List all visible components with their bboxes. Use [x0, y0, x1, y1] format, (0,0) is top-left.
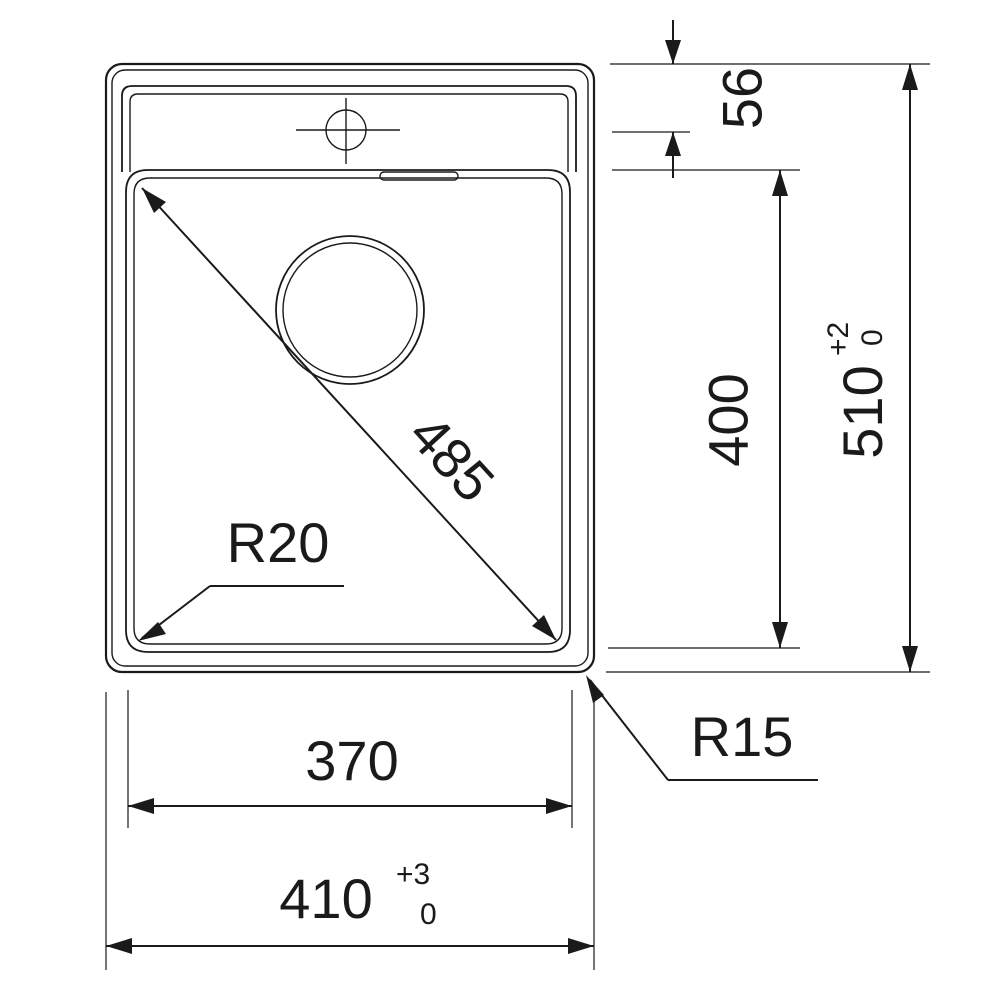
dimension-370: 370 — [128, 729, 572, 814]
radius-r15-label: R15 — [691, 705, 794, 768]
bowl-inner-edge — [133, 177, 563, 645]
radius-r20: R20 — [138, 511, 344, 641]
dimension-485: 485 — [141, 187, 557, 641]
sink-outline — [104, 62, 596, 674]
dimension-410-tolerance-lower: 0 — [420, 898, 437, 931]
radius-r20-label: R20 — [227, 511, 330, 574]
dimension-510-tolerance-upper: +2 — [822, 322, 855, 356]
overflow-slot — [379, 171, 459, 181]
sink-rim-inner-edge — [111, 69, 589, 667]
dimension-56-label: 56 — [711, 67, 774, 129]
tap-deck-inner-edge — [129, 93, 569, 172]
dimension-410-label: 410 — [279, 867, 372, 930]
dimension-410: 410 +3 0 — [106, 858, 594, 954]
tap-hole-symbol — [296, 98, 400, 164]
dimension-370-label: 370 — [305, 729, 398, 792]
dimension-410-tolerance-upper: +3 — [396, 858, 430, 891]
dimension-510-tolerance-lower: 0 — [856, 329, 889, 346]
dimension-400: 400 — [697, 170, 788, 648]
radius-r15: R15 — [586, 675, 818, 781]
bowl-outline — [125, 169, 571, 653]
drain-hole — [275, 235, 425, 385]
dimension-510: 510 +2 0 — [822, 64, 918, 672]
sink-outer-rim — [104, 62, 596, 674]
dimension-400-label: 400 — [697, 373, 760, 466]
dimension-56: 56 — [665, 20, 774, 178]
tap-deck-outline — [121, 85, 577, 172]
dimension-485-label: 485 — [397, 402, 507, 513]
dimension-510-label: 510 — [831, 365, 894, 458]
